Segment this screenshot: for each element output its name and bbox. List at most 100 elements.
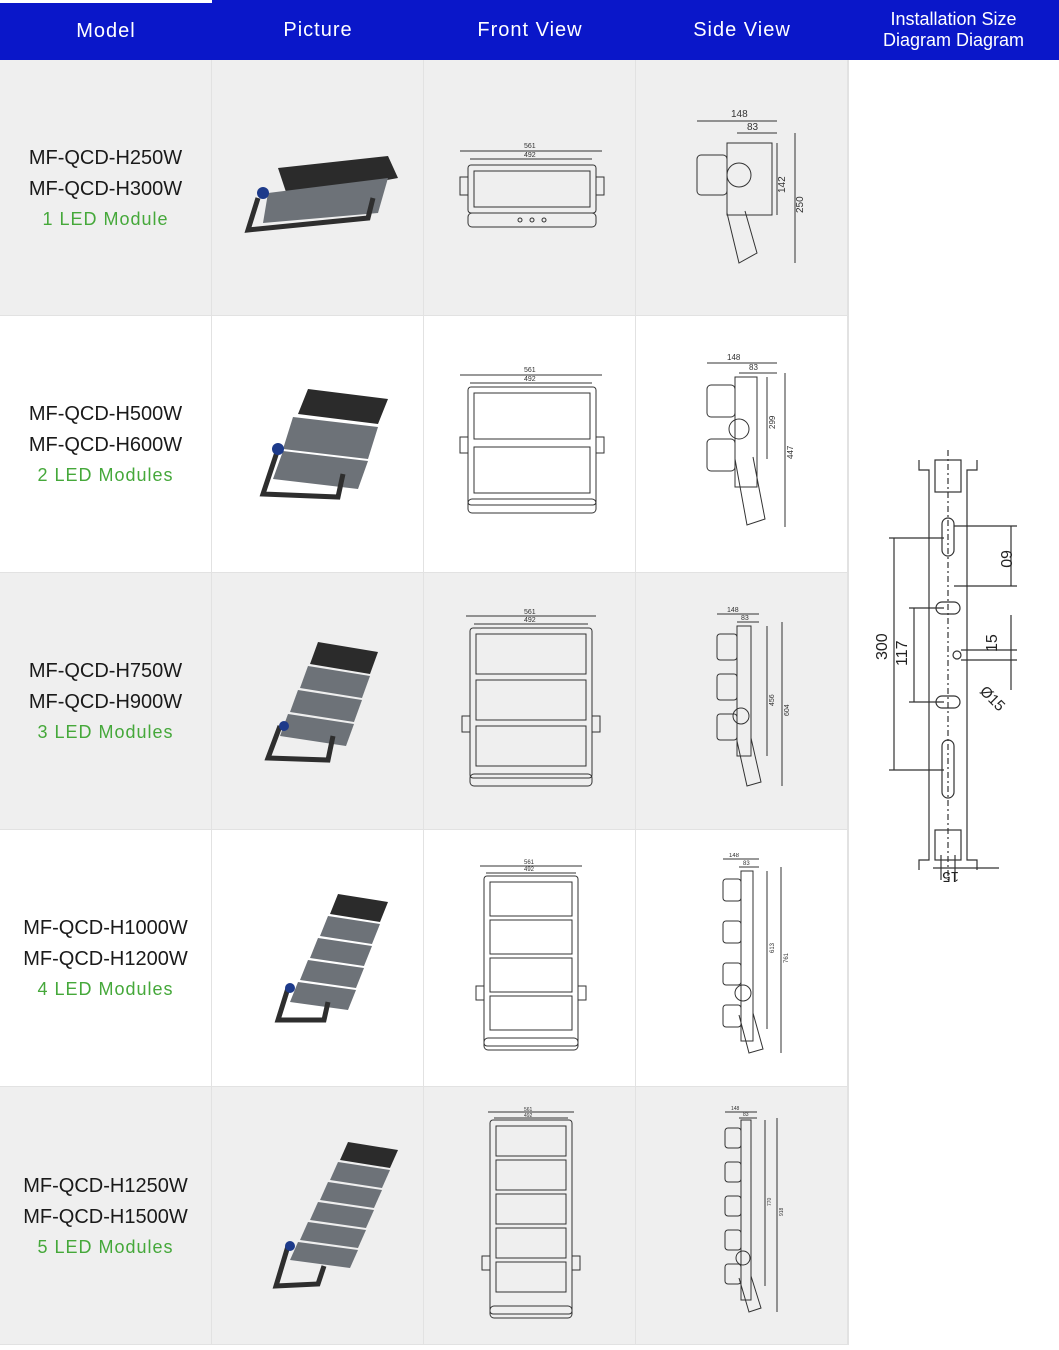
side-dim-447: 447 (786, 445, 795, 459)
picture-cell (212, 60, 424, 316)
side-dim-148: 148 (729, 853, 740, 859)
picture-cell (212, 316, 424, 573)
front-view-cell: 561 492 (424, 60, 636, 316)
front-view-cell: 561 492 (424, 573, 636, 830)
front-view-drawing: 561 492 (461, 609, 600, 787)
side-dim-83: 83 (749, 363, 758, 372)
front-dim-561: 561 (524, 143, 536, 150)
side-view-cell: 148 83 613 761 (636, 830, 848, 1087)
side-dim-148: 148 (731, 109, 748, 120)
front-view-drawing: 561 492 (475, 860, 586, 1051)
dim-15-a: 15 (984, 634, 1001, 652)
side-view-cell: 148 83 299 447 (636, 316, 848, 573)
model-name-2: MF-QCD-H900W (28, 691, 183, 713)
side-view-drawing: 148 83 613 761 (722, 853, 790, 1054)
module-count: 1 LED Module (42, 208, 169, 229)
side-dim-604: 604 (784, 704, 791, 716)
side-dim-148: 148 (727, 353, 741, 362)
side-dim-83: 83 (747, 122, 759, 133)
model-name-1: MF-QCD-H1000W (23, 917, 188, 939)
table-row: MF-QCD-H750W MF-QCD-H900W 3 LED Modules … (0, 573, 848, 830)
model-cell: MF-QCD-H500W MF-QCD-H600W 2 LED Modules (0, 316, 212, 573)
header-model: Model (0, 0, 212, 60)
dim-15-dia: Ø15 (976, 683, 1008, 715)
side-dim-761: 761 (784, 952, 790, 963)
front-dim-492: 492 (524, 1113, 533, 1119)
model-cell: MF-QCD-H750W MF-QCD-H900W 3 LED Modules (0, 573, 212, 830)
table-header: Model Picture Front View Side View Insta… (0, 0, 1059, 60)
side-dim-148: 148 (727, 607, 739, 614)
installation-diagram: 300 117 60 15 Ø15 15 (874, 450, 1017, 885)
front-dim-492: 492 (524, 867, 535, 873)
front-dim-561: 561 (524, 367, 536, 374)
side-dim-456: 456 (769, 694, 776, 706)
front-dim-561: 561 (524, 609, 536, 616)
header-installation-line1: Installation Size (890, 9, 1017, 29)
floodlight-photo-3 (263, 642, 378, 763)
side-dim-918: 918 (779, 1207, 785, 1216)
side-dim-148: 148 (731, 1106, 740, 1112)
module-count: 4 LED Modules (37, 979, 174, 999)
front-view-drawing: 561 492 (459, 367, 604, 514)
module-count: 2 LED Modules (37, 465, 174, 485)
header-front-view: Front View (424, 0, 636, 60)
picture-cell (212, 1087, 424, 1345)
side-dim-83: 83 (743, 1112, 749, 1118)
model-name-1: MF-QCD-H1250W (23, 1174, 188, 1197)
module-count: 5 LED Modules (37, 1236, 174, 1257)
side-dim-250: 250 (795, 195, 806, 212)
module-count: 3 LED Modules (37, 722, 174, 742)
model-name-1: MF-QCD-H750W (28, 660, 183, 682)
header-side-view: Side View (636, 0, 848, 60)
front-dim-492: 492 (524, 617, 536, 624)
front-dim-492: 492 (524, 376, 536, 383)
dim-60: 60 (997, 550, 1014, 568)
side-dim-83: 83 (741, 615, 749, 622)
side-view-cell: 148 83 770 918 (636, 1087, 848, 1345)
side-dim-613: 613 (770, 942, 776, 953)
table-row: MF-QCD-H500W MF-QCD-H600W 2 LED Modules … (0, 316, 848, 573)
side-view-cell: 148 83 142 250 (636, 60, 848, 316)
table-row: MF-QCD-H1250W MF-QCD-H1500W 5 LED Module… (0, 1087, 848, 1345)
dim-300: 300 (874, 633, 891, 660)
side-dim-142: 142 (777, 175, 788, 192)
model-name-2: MF-QCD-H1500W (23, 1205, 188, 1228)
model-name-1: MF-QCD-H500W (28, 403, 183, 425)
floodlight-photo-4 (274, 894, 388, 1023)
front-dim-492: 492 (524, 152, 536, 159)
model-name-2: MF-QCD-H600W (28, 434, 183, 456)
front-view-drawing: 561 492 (481, 1107, 580, 1318)
side-dim-770: 770 (767, 1197, 773, 1206)
header-picture: Picture (212, 0, 424, 60)
picture-cell (212, 830, 424, 1087)
picture-cell (212, 573, 424, 830)
model-cell: MF-QCD-H250W MF-QCD-H300W 1 LED Module (0, 60, 212, 316)
model-name-2: MF-QCD-H1200W (23, 948, 188, 970)
table-row: MF-QCD-H1000W MF-QCD-H1200W 4 LED Module… (0, 830, 848, 1087)
front-view-drawing: 561 492 (459, 143, 604, 227)
side-view-drawing: 148 83 142 250 (696, 109, 806, 264)
side-dim-83: 83 (743, 861, 750, 867)
model-name-2: MF-QCD-H300W (28, 177, 183, 200)
table-row: MF-QCD-H250W MF-QCD-H300W 1 LED Module 5… (0, 60, 848, 316)
front-dim-561: 561 (524, 860, 535, 866)
installation-column: 300 117 60 15 Ø15 15 (848, 60, 1059, 1345)
floodlight-photo-1 (243, 155, 398, 233)
header-installation: Installation Size Diagram Diagram (848, 0, 1059, 60)
floodlight-photo-2 (259, 389, 388, 500)
front-view-cell: 561 492 (424, 830, 636, 1087)
side-view-drawing: 148 83 299 447 (706, 353, 795, 527)
dim-15-c: 15 (942, 868, 959, 885)
floodlight-photo-5 (272, 1141, 398, 1289)
front-dim-561: 561 (524, 1107, 533, 1113)
dim-117: 117 (894, 640, 911, 666)
model-name-1: MF-QCD-H250W (28, 146, 183, 169)
front-view-cell: 561 492 (424, 1087, 636, 1345)
side-view-drawing: 148 83 770 918 (724, 1106, 785, 1313)
model-cell: MF-QCD-H1250W MF-QCD-H1500W 5 LED Module… (0, 1087, 212, 1345)
side-view-drawing: 148 83 456 604 (716, 607, 791, 787)
side-view-cell: 148 83 456 604 (636, 573, 848, 830)
model-cell: MF-QCD-H1000W MF-QCD-H1200W 4 LED Module… (0, 830, 212, 1087)
side-dim-299: 299 (768, 415, 777, 429)
header-installation-line2: Diagram Diagram (882, 30, 1025, 50)
